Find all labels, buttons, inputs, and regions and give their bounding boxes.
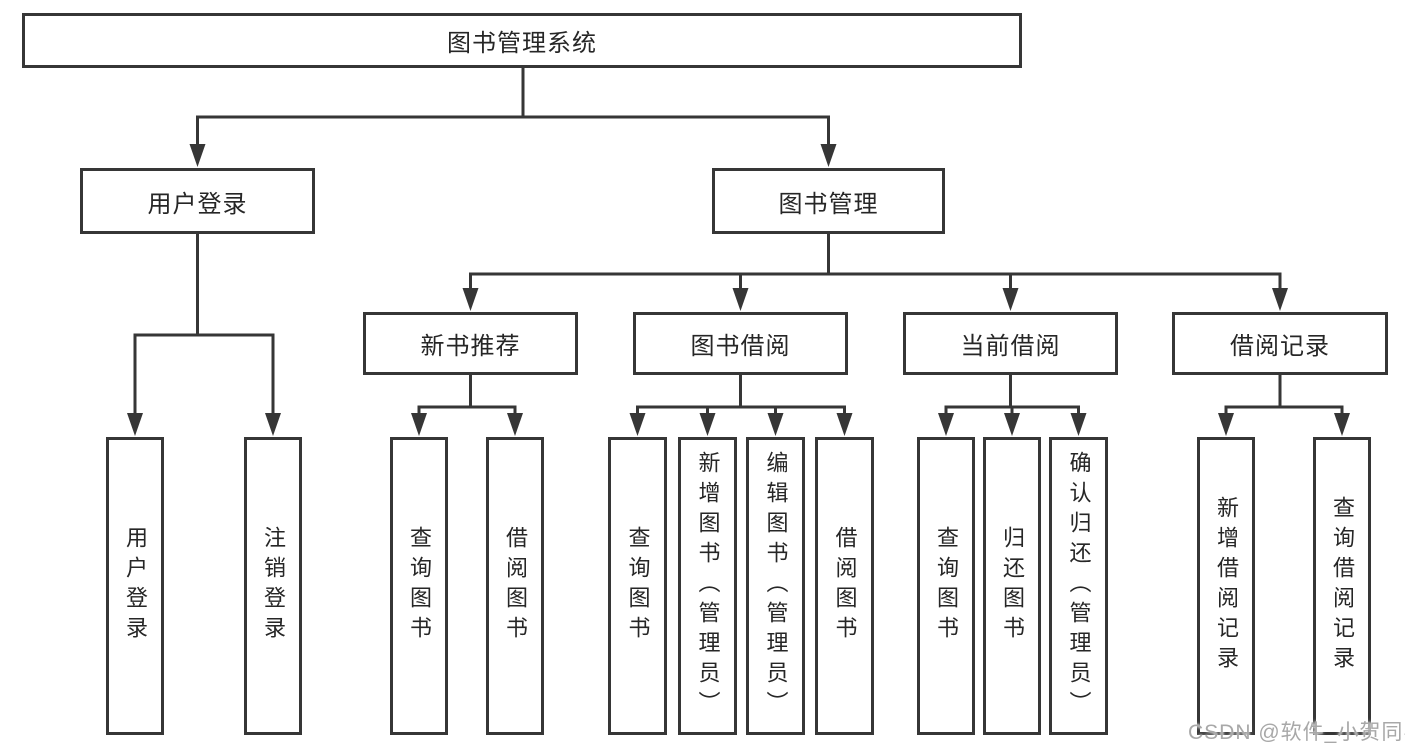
leaf-borrowing-add-books-admin: 新增图书（管理员） [678, 437, 737, 735]
connector-user-login-to-leaves [133, 234, 275, 415]
arrowhead [820, 144, 837, 167]
node-new-book-recommend-label: 新书推荐 [420, 333, 521, 360]
leaf-current-query-books-label: 查询图书 [934, 526, 959, 646]
leaf-current-return-books: 归还图书 [983, 437, 1041, 735]
arrowhead [462, 288, 479, 311]
arrowhead [938, 413, 954, 436]
connector-book-mgmt-to-level3 [469, 234, 1282, 290]
arrowhead [265, 413, 281, 436]
leaf-borrowing-query-books: 查询图书 [608, 437, 667, 735]
leaf-borrowing-add-books-admin-label: 新增图书（管理员） [695, 451, 721, 721]
leaf-current-return-books-label: 归还图书 [1000, 526, 1025, 646]
arrowhead [411, 413, 427, 436]
leaf-current-confirm-return-admin: 确认归还（管理员） [1049, 437, 1108, 735]
leaf-newbooks-query-books-label: 查询图书 [407, 526, 432, 646]
leaf-newbooks-borrow-books: 借阅图书 [486, 437, 544, 735]
arrowhead [1002, 288, 1019, 311]
node-root: 图书管理系统 [22, 13, 1022, 68]
connector-borrow-records-to-leaves [1224, 375, 1344, 415]
connector-new-books-to-leaves [417, 375, 517, 415]
leaf-records-query-record: 查询借阅记录 [1313, 437, 1371, 735]
arrowhead [836, 413, 853, 436]
leaf-user-login-label: 用户登录 [123, 526, 148, 646]
arrowhead [732, 288, 749, 311]
node-book-borrowing: 图书借阅 [633, 312, 848, 375]
connector-book-borrow-to-leaves [636, 375, 846, 415]
csdn-watermark: CSDN @软件_小贺同学 [1188, 721, 1405, 744]
leaf-newbooks-borrow-books-label: 借阅图书 [503, 526, 528, 646]
node-current-borrowing: 当前借阅 [903, 312, 1118, 375]
leaf-borrowing-query-books-label: 查询图书 [625, 526, 651, 646]
leaf-borrowing-borrow-books-label: 借阅图书 [832, 526, 858, 646]
leaf-newbooks-query-books: 查询图书 [390, 437, 448, 735]
arrowhead [507, 413, 523, 436]
node-book-management: 图书管理 [712, 168, 945, 234]
arrowhead [1004, 413, 1020, 436]
leaf-user-login: 用户登录 [106, 437, 164, 735]
leaf-borrowing-edit-books-admin: 编辑图书（管理员） [746, 437, 805, 735]
node-new-book-recommend: 新书推荐 [363, 312, 578, 375]
leaf-records-add-record-label: 新增借阅记录 [1214, 496, 1239, 676]
leaf-borrowing-borrow-books: 借阅图书 [815, 437, 874, 735]
connector-current-borrow-to-leaves [944, 375, 1080, 415]
arrowhead [127, 413, 143, 436]
leaf-logout-label: 注销登录 [261, 526, 286, 646]
leaf-borrowing-edit-books-admin-label: 编辑图书（管理员） [763, 451, 789, 721]
arrowhead [1272, 288, 1288, 311]
node-current-borrowing-label: 当前借阅 [960, 333, 1061, 360]
arrowhead [629, 413, 646, 436]
node-root-label: 图书管理系统 [447, 30, 597, 57]
arrowhead [767, 413, 784, 436]
node-user-login-label: 用户登录 [147, 190, 248, 218]
leaf-records-query-record-label: 查询借阅记录 [1330, 496, 1355, 676]
arrowhead [1070, 413, 1087, 436]
arrowhead [699, 413, 716, 436]
connector-root-to-level2 [196, 68, 830, 146]
arrowhead [189, 144, 206, 167]
node-borrow-records-label: 借阅记录 [1230, 333, 1330, 360]
node-book-management-label: 图书管理 [778, 190, 879, 218]
node-book-borrowing-label: 图书借阅 [690, 333, 791, 360]
arrowhead [1334, 413, 1350, 436]
node-user-login: 用户登录 [80, 168, 315, 234]
leaf-current-query-books: 查询图书 [917, 437, 975, 735]
leaf-records-add-record: 新增借阅记录 [1197, 437, 1255, 735]
leaf-current-confirm-return-admin-label: 确认归还（管理员） [1066, 451, 1092, 721]
leaf-logout: 注销登录 [244, 437, 302, 735]
node-borrow-records: 借阅记录 [1172, 312, 1388, 375]
arrowhead [1218, 413, 1234, 436]
